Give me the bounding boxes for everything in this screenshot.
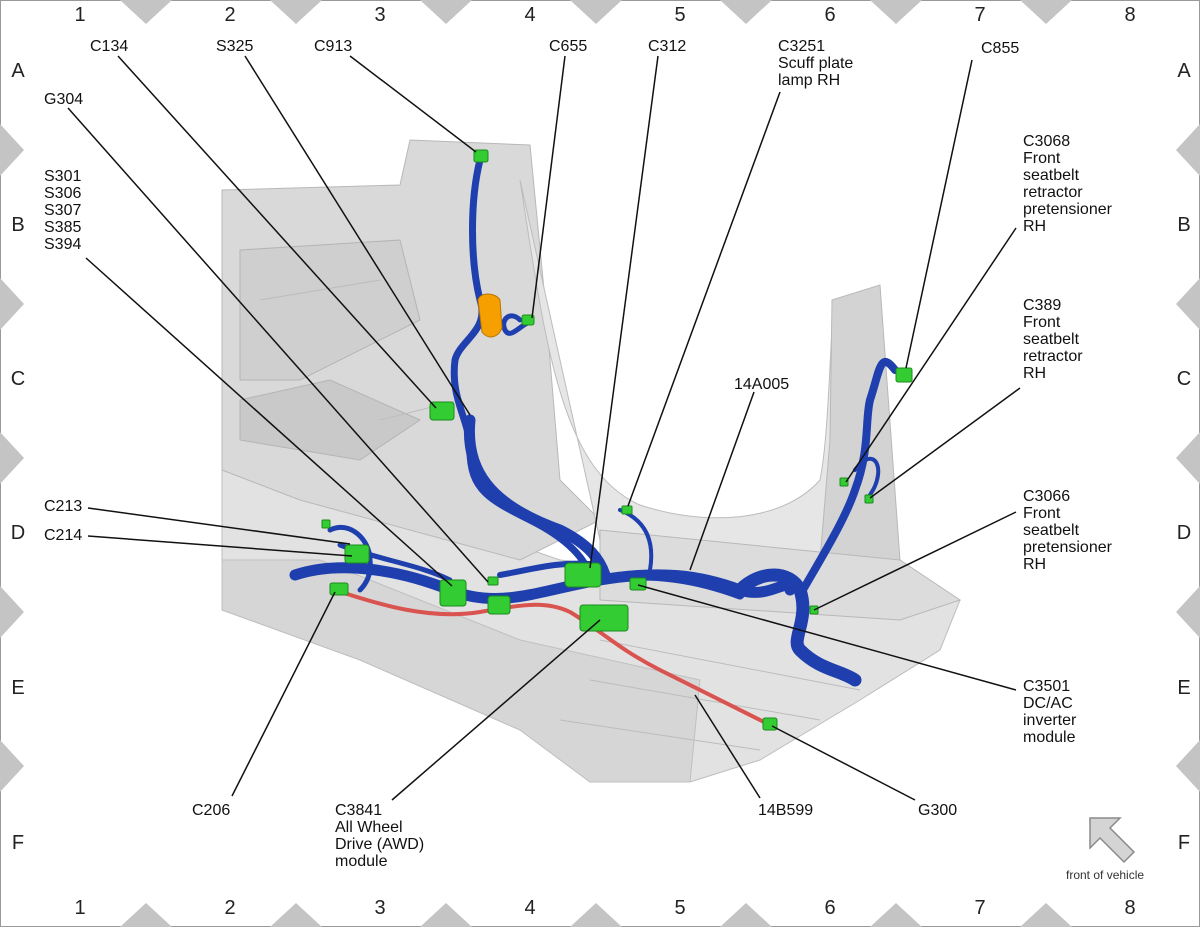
leader-lines — [67, 55, 1021, 801]
front-of-vehicle-caption: front of vehicle — [1066, 868, 1145, 882]
label-c855: C855 — [981, 40, 1020, 57]
grid-col-top-3: 3 — [374, 4, 386, 26]
grid-col-bottom-2: 2 — [224, 897, 236, 919]
grid-row-right-d: D — [1176, 522, 1192, 544]
label-splices: S301 S306 S307 S385 S394 — [44, 168, 82, 253]
grid-row-right-c: C — [1176, 368, 1192, 390]
grid-col-top-4: 4 — [524, 4, 536, 26]
label-c134: C134 — [90, 38, 129, 55]
label-c3066: C3066 Front seatbelt pretensioner RH — [1023, 488, 1112, 573]
grid-row-right-b: B — [1177, 214, 1191, 236]
label-c214: C214 — [44, 527, 83, 544]
label-c913: C913 — [314, 38, 353, 55]
grid-row-left-e: E — [11, 677, 25, 699]
harness-14b599 — [333, 588, 772, 727]
grid-row-right-f: F — [1177, 832, 1191, 854]
grid-row-right-e: E — [1177, 677, 1191, 699]
label-c3251: C3251 Scuff plate lamp RH — [778, 38, 854, 89]
grid-col-top-6: 6 — [824, 4, 836, 26]
grid-col-bottom-8: 8 — [1124, 897, 1136, 919]
label-g304: G304 — [44, 91, 84, 108]
grid-col-bottom-7: 7 — [974, 897, 986, 919]
front-arrow-icon — [1089, 817, 1136, 864]
label-14a005: 14A005 — [734, 376, 790, 393]
vehicle-body — [221, 139, 962, 783]
grid-row-left-c: C — [10, 368, 26, 390]
label-g300: G300 — [918, 802, 958, 819]
grid-col-bottom-1: 1 — [74, 897, 86, 919]
grid-col-top-1: 1 — [74, 4, 86, 26]
label-c213: C213 — [44, 498, 83, 515]
grid-col-top-5: 5 — [674, 4, 686, 26]
grid-row-left-d: D — [10, 522, 26, 544]
grid-col-top-7: 7 — [974, 4, 986, 26]
grid-row-left-a: A — [11, 60, 25, 82]
grid-col-bottom-5: 5 — [674, 897, 686, 919]
label-c3501: C3501 DC/AC inverter module — [1023, 678, 1077, 746]
grid-col-bottom-3: 3 — [374, 897, 386, 919]
grid-col-top-2: 2 — [224, 4, 236, 26]
label-c3068: C3068 Front seatbelt retractor pretensio… — [1023, 133, 1112, 235]
label-s325: S325 — [216, 38, 254, 55]
grid-col-top-8: 8 — [1124, 4, 1136, 26]
grid-col-bottom-6: 6 — [824, 897, 836, 919]
label-c655: C655 — [549, 38, 588, 55]
grid-row-left-f: F — [11, 832, 25, 854]
grid-row-right-a: A — [1177, 60, 1191, 82]
label-c389: C389 Front seatbelt retractor RH — [1023, 297, 1083, 382]
label-c206: C206 — [192, 802, 231, 819]
label-c3841: C3841 All Wheel Drive (AWD) module — [335, 802, 425, 870]
label-c312: C312 — [648, 38, 687, 55]
label-14b599: 14B599 — [758, 802, 814, 819]
module-orange — [477, 293, 503, 338]
grid-col-bottom-4: 4 — [524, 897, 536, 919]
grid-row-left-b: B — [11, 214, 25, 236]
